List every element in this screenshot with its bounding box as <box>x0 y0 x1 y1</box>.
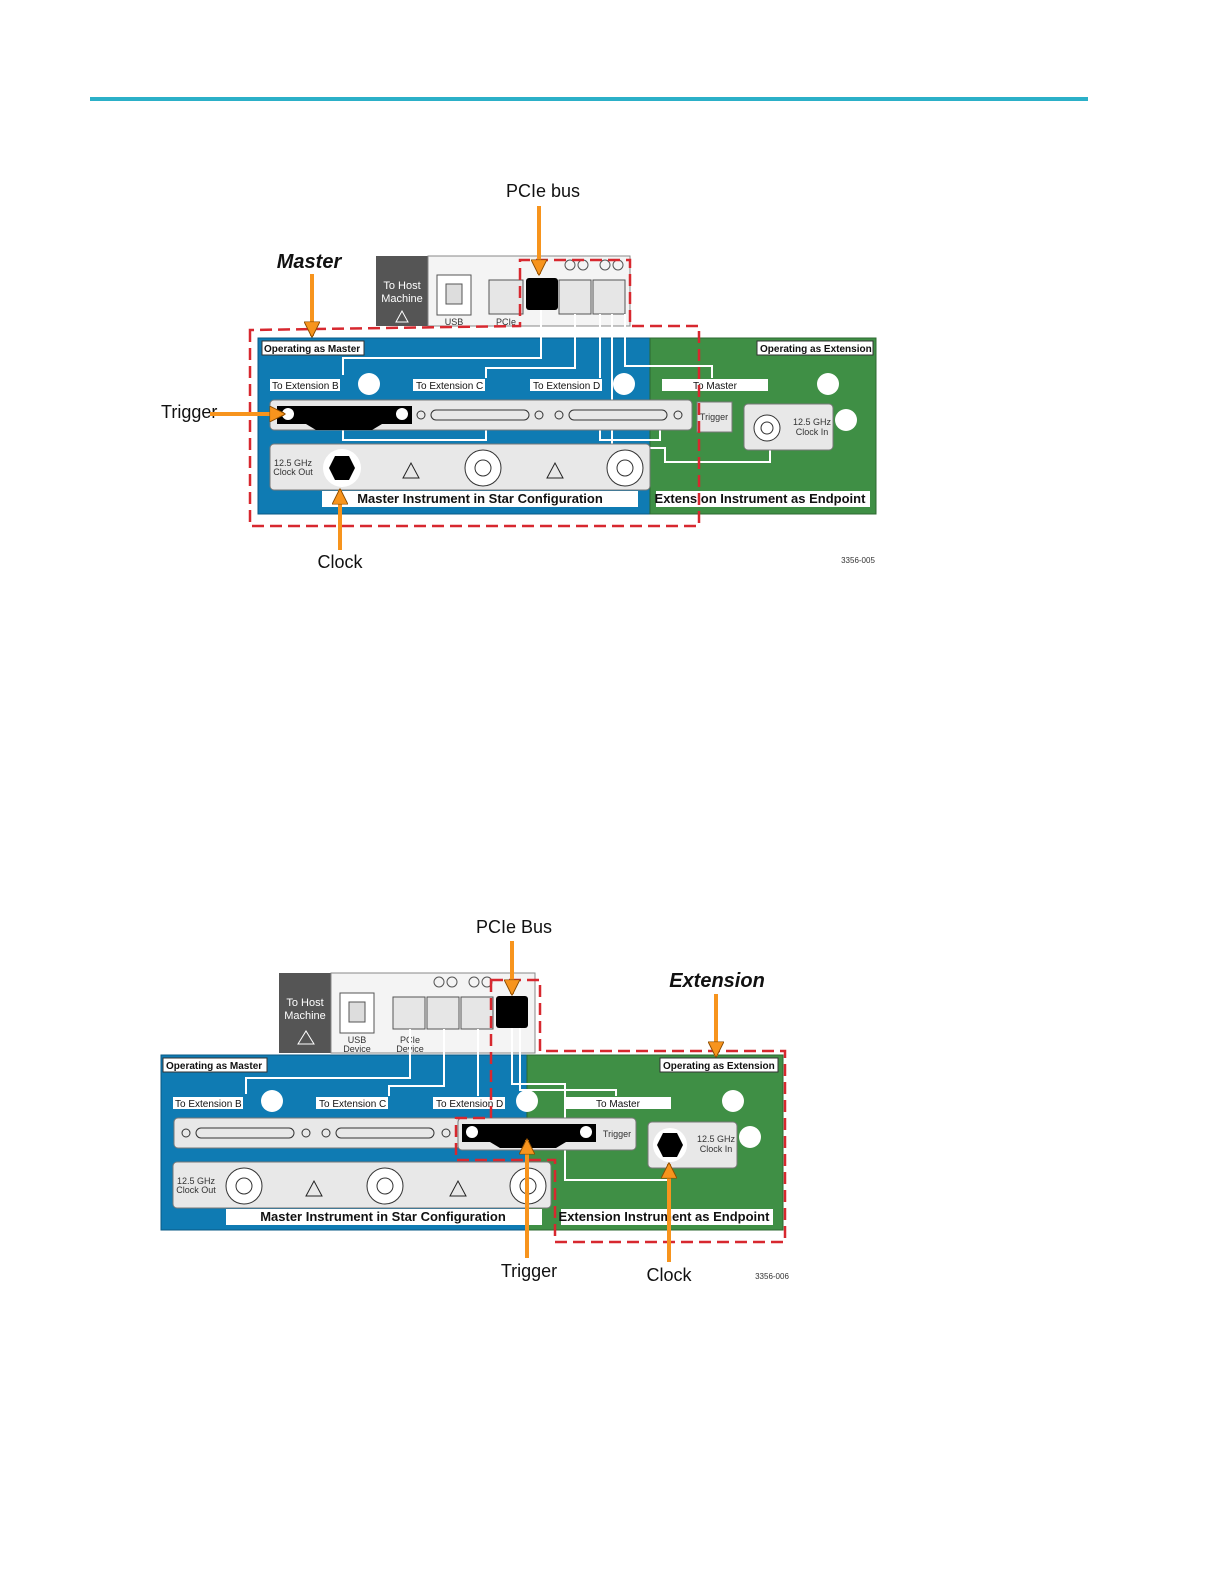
clock-in-label-2: Clock In <box>700 1144 733 1154</box>
host-box <box>279 973 331 1053</box>
host-label-1: To Host <box>383 280 420 292</box>
op-extension-label: Operating as Extension <box>663 1061 775 1072</box>
usb-label-2: Device <box>343 1044 371 1054</box>
usb-label-1: USB <box>348 1035 367 1045</box>
to-ext-b-label: To Extension B <box>175 1099 242 1110</box>
clock-out-label-2: Clock Out <box>176 1185 216 1195</box>
op-extension-label: Operating as Extension <box>760 344 872 355</box>
callout-pcie-bus: PCIe Bus <box>476 917 552 937</box>
callout-pcie-bus: PCIe bus <box>506 181 580 201</box>
master-bar-label: Master Instrument in Star Configuration <box>357 491 603 506</box>
extension-bar-label: Extension Instrument as Endpoint <box>559 1209 771 1224</box>
pcie-port-label: PCIe <box>496 317 516 327</box>
diagram-master: To Host Machine USB PCIe Operating as Ma… <box>161 181 877 572</box>
callout-clock: Clock <box>317 552 363 572</box>
callout-trigger: Trigger <box>161 402 217 422</box>
to-master-label: To Master <box>596 1099 641 1110</box>
clock-out-label-2: Clock Out <box>273 467 313 477</box>
to-ext-d-label: To Extension D <box>436 1099 503 1110</box>
pcie-active-port <box>496 996 528 1028</box>
host-label-2: Machine <box>284 1010 326 1022</box>
trigger-connector-active <box>277 406 412 430</box>
pcie-port-icon <box>488 279 524 315</box>
clock-in-connector-active <box>657 1133 683 1157</box>
clock-out-label-1: 12.5 GHz <box>177 1176 216 1186</box>
extension-bar-label: Extension Instrument as Endpoint <box>655 491 867 506</box>
clock-in-label-2: Clock In <box>796 427 829 437</box>
figure-id: 3356-006 <box>755 1272 789 1281</box>
ext-trigger-label: Trigger <box>603 1129 631 1139</box>
warning-icon-2 <box>402 461 420 479</box>
op-master-label: Operating as Master <box>264 344 360 355</box>
diagram-extension: To Host Machine USB Device PCIe Device O… <box>160 917 789 1285</box>
callout-clock: Clock <box>646 1265 692 1285</box>
host-box <box>376 256 428 326</box>
op-master-label: Operating as Master <box>166 1061 262 1072</box>
header-rule <box>90 97 1088 101</box>
ext-trigger-label: Trigger <box>700 412 728 422</box>
trigger-connector-active <box>462 1124 596 1148</box>
figure-id: 3356-005 <box>841 556 875 565</box>
clock-in-label-1: 12.5 GHz <box>697 1134 736 1144</box>
extension-highlight <box>454 978 787 1244</box>
to-ext-c-label: To Extension C <box>319 1099 386 1110</box>
to-ext-b-label: To Extension B <box>272 381 339 392</box>
callout-master: Master <box>277 251 343 273</box>
pcie-active-port <box>526 278 558 310</box>
pcie-cable-b <box>342 310 542 375</box>
clock-out-connector-active <box>329 456 355 480</box>
callout-extension: Extension <box>669 970 765 992</box>
master-bar-label: Master Instrument in Star Configuration <box>260 1209 506 1224</box>
to-ext-c-label: To Extension C <box>416 381 483 392</box>
to-master-label: To Master <box>693 381 738 392</box>
warning-icon <box>395 309 409 323</box>
clock-out-label-1: 12.5 GHz <box>274 458 313 468</box>
warning-icon <box>297 1030 315 1045</box>
usb-label: USB <box>445 317 464 327</box>
host-label-2: Machine <box>381 293 423 305</box>
clock-in-label-1: 12.5 GHz <box>793 417 832 427</box>
host-label-1: To Host <box>286 997 323 1009</box>
master-highlight <box>248 258 701 528</box>
to-ext-d-label: To Extension D <box>533 381 600 392</box>
callout-trigger: Trigger <box>501 1261 557 1281</box>
pcie-cable-ext <box>624 314 713 378</box>
pcie-cable-c <box>485 314 576 378</box>
